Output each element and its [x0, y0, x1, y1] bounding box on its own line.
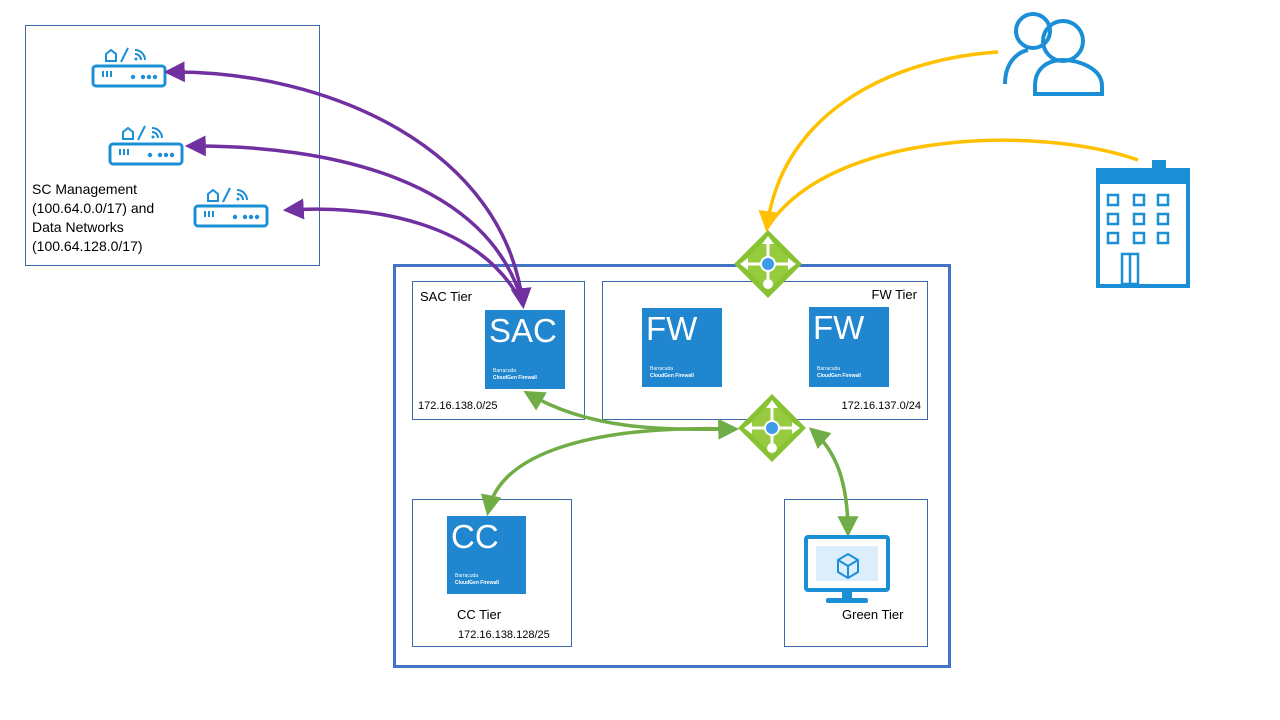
fw-appliance-tile-2[interactable]: FW Barracuda CloudGen Firewall	[809, 307, 889, 387]
fw1-tile-product: CloudGen Firewall	[650, 373, 694, 379]
cc-appliance-tile[interactable]: CC Barracuda CloudGen Firewall	[447, 516, 526, 594]
fw2-tile-vendor: Barracuda	[817, 366, 841, 372]
sac-appliance-tile[interactable]: SAC Barracuda CloudGen Firewall	[485, 310, 565, 389]
office-building-icon	[1096, 160, 1190, 288]
fw2-tile-title: FW	[813, 309, 865, 346]
router-icon-2	[108, 124, 184, 166]
cc-tier-subnet: 172.16.138.128/25	[458, 629, 550, 641]
green-link-green	[808, 427, 859, 538]
purple-link-1	[163, 61, 532, 310]
azure-vnet-container	[393, 264, 951, 668]
sc-label-line-1: SC Management	[32, 181, 138, 197]
users-icon	[1003, 12, 1104, 96]
cc-tier-label: CC Tier	[457, 607, 502, 622]
virtual-machine-monitor-icon	[804, 535, 890, 603]
fw1-tile-title: FW	[646, 310, 698, 347]
load-balancer-icon-internal	[736, 392, 808, 464]
router-icon-1	[91, 46, 167, 88]
router-icon-3	[193, 186, 269, 228]
yellow-link-user	[758, 50, 999, 233]
cc-tile-title: CC	[451, 518, 499, 555]
sc-label-line-4: (100.64.128.0/17)	[32, 238, 143, 254]
purple-link-2	[184, 135, 525, 306]
green-link-cc	[480, 426, 736, 517]
fw-tier-subnet: 172.16.137.0/24	[841, 400, 921, 412]
purple-link-3	[282, 198, 525, 306]
yellow-link-office	[765, 138, 1139, 229]
sc-label-line-3: Data Networks	[32, 219, 124, 235]
sac-tile-title: SAC	[489, 312, 557, 349]
load-balancer-icon-external	[732, 228, 804, 300]
green-link-sac	[523, 390, 740, 440]
sc-label-line-2: (100.64.0.0/17) and	[32, 200, 155, 216]
sac-tier-subnet: 172.16.138.0/25	[418, 400, 498, 412]
cc-tile-vendor: Barracuda	[455, 573, 479, 579]
cc-tile-product: CloudGen Firewall	[455, 580, 499, 586]
sac-tile-vendor: Barracuda	[493, 368, 517, 374]
fw2-tile-product: CloudGen Firewall	[817, 373, 861, 379]
sc-networks-label: SC Management (100.64.0.0/17) and Data N…	[32, 180, 182, 256]
fw-tier-label: FW Tier	[871, 287, 918, 302]
green-tier-label: Green Tier	[842, 607, 904, 622]
fw1-tile-vendor: Barracuda	[650, 366, 674, 372]
fw-appliance-tile-1[interactable]: FW Barracuda CloudGen Firewall	[642, 308, 722, 387]
sac-tile-product: CloudGen Firewall	[493, 375, 537, 381]
